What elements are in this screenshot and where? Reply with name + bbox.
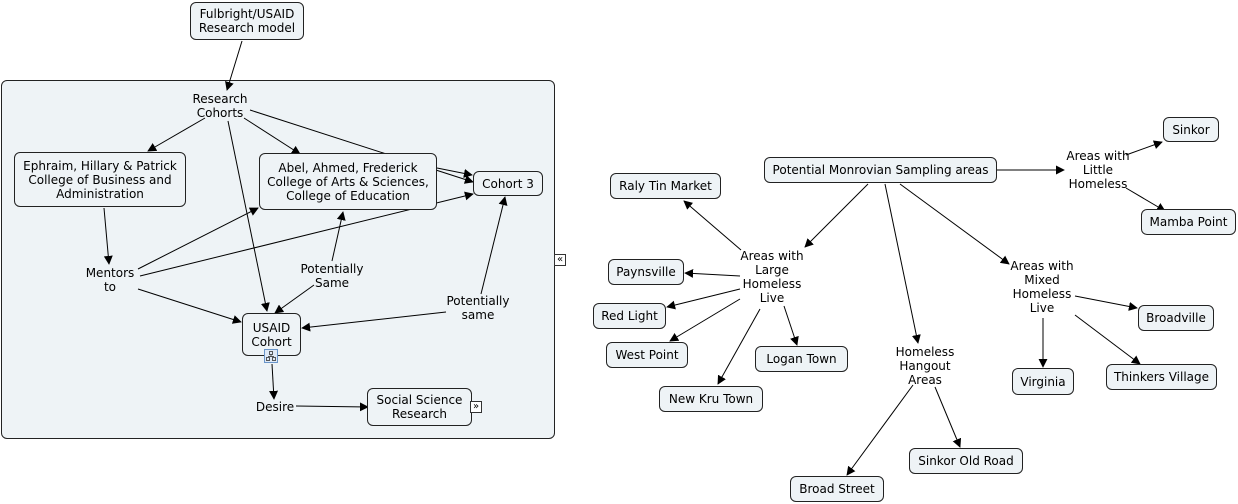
edge-potential-to-large (804, 183, 869, 248)
node-broad-street[interactable]: Broad Street (790, 476, 884, 502)
hierarchy-glyph (266, 351, 276, 361)
node-logan-town[interactable]: Logan Town (755, 346, 848, 372)
edge-potential-to-hangout (884, 183, 921, 344)
edge-research-cohorts-to-business (147, 117, 206, 152)
edge-research-cohorts-to-arts (243, 117, 301, 155)
expand-icon[interactable]: » (470, 401, 482, 413)
submap-hierarchy-icon[interactable] (264, 349, 278, 363)
link-research-cohorts: Research Cohorts (192, 92, 248, 120)
node-west-point[interactable]: West Point (606, 342, 688, 368)
link-potentially-same: Potentially Same (300, 262, 364, 290)
edge-research-cohorts-to-usaid (227, 120, 270, 312)
node-business-college[interactable]: Ephraim, Hillary & Patrick College of Bu… (14, 152, 186, 207)
edge-hangout-to-broadstreet (846, 384, 914, 476)
node-red-light[interactable]: Red Light (593, 303, 666, 329)
node-arts-sciences-college[interactable]: Abel, Ahmed, Frederick College of Arts &… (259, 153, 437, 210)
node-mamba-point[interactable]: Mamba Point (1141, 209, 1236, 235)
node-new-kru-town[interactable]: New Kru Town (659, 386, 763, 412)
node-fulbright-usaid-research-model[interactable]: Fulbright/USAID Research model (190, 2, 304, 40)
node-broadville[interactable]: Broadville (1138, 305, 1214, 331)
link-desire: Desire (255, 400, 295, 414)
node-thinkers-village[interactable]: Thinkers Village (1106, 364, 1217, 390)
edge-potentially-same-to-usaid (274, 284, 315, 314)
edge-fulbright-to-research-cohorts (225, 40, 243, 91)
edge-large-to-raly (683, 200, 742, 251)
node-virginia[interactable]: Virginia (1012, 368, 1074, 395)
node-sinkor-old-road[interactable]: Sinkor Old Road (909, 448, 1023, 474)
edge-usaid-to-desire (269, 363, 279, 400)
edge-desire-to-social (295, 402, 369, 412)
node-potential-monrovian-sampling-areas[interactable]: Potential Monrovian Sampling areas (764, 157, 997, 183)
node-paynsville[interactable]: Paynsville (608, 259, 684, 285)
edge-large-to-redlight (666, 288, 741, 310)
edge-little-to-mamba (1125, 187, 1166, 212)
edge-potentially-same2-to-cohort3 (480, 196, 508, 295)
edge-mixed-to-thinkers (1074, 314, 1141, 365)
node-raly-tin-market[interactable]: Raly Tin Market (610, 173, 721, 199)
edge-potentially-same2-to-usaid (301, 311, 447, 332)
edge-potentially-same-to-arts (331, 211, 346, 262)
link-mentors-to: Mentors to (85, 266, 135, 294)
edge-large-to-paynsville (684, 268, 741, 278)
link-areas-with-mixed-homeless-live: Areas with Mixed Homeless Live (1010, 259, 1074, 315)
edge-mentors-to-arts (137, 207, 259, 270)
edge-arts-to-cohort3 (436, 167, 473, 178)
node-sinkor[interactable]: Sinkor (1163, 117, 1219, 142)
edge-large-to-newkru (717, 308, 761, 385)
edge-business-to-mentors (103, 207, 113, 265)
edge-mentors-to-usaid (137, 288, 242, 324)
link-areas-with-large-homeless-live: Areas with Large Homeless Live (740, 249, 804, 305)
edge-mixed-to-broadville (1074, 295, 1138, 311)
edge-large-to-westpoint (669, 298, 741, 342)
edge-little-to-sinkor (1125, 140, 1163, 156)
edge-potential-to-mixed (899, 183, 1010, 265)
node-social-science-research[interactable]: Social Science Research (367, 388, 472, 426)
link-potentially-same-2: Potentially same (446, 294, 510, 322)
link-homeless-hangout-areas: Homeless Hangout Areas (895, 345, 955, 387)
link-areas-with-little-homeless: Areas with Little Homeless (1066, 149, 1130, 191)
node-usaid-cohort[interactable]: USAID Cohort (242, 313, 301, 356)
node-cohort-3[interactable]: Cohort 3 (473, 171, 543, 196)
edge-large-to-logan (783, 305, 799, 346)
collapse-group-icon[interactable]: « (554, 254, 566, 266)
edge-hangout-to-sinkorold (934, 386, 962, 448)
